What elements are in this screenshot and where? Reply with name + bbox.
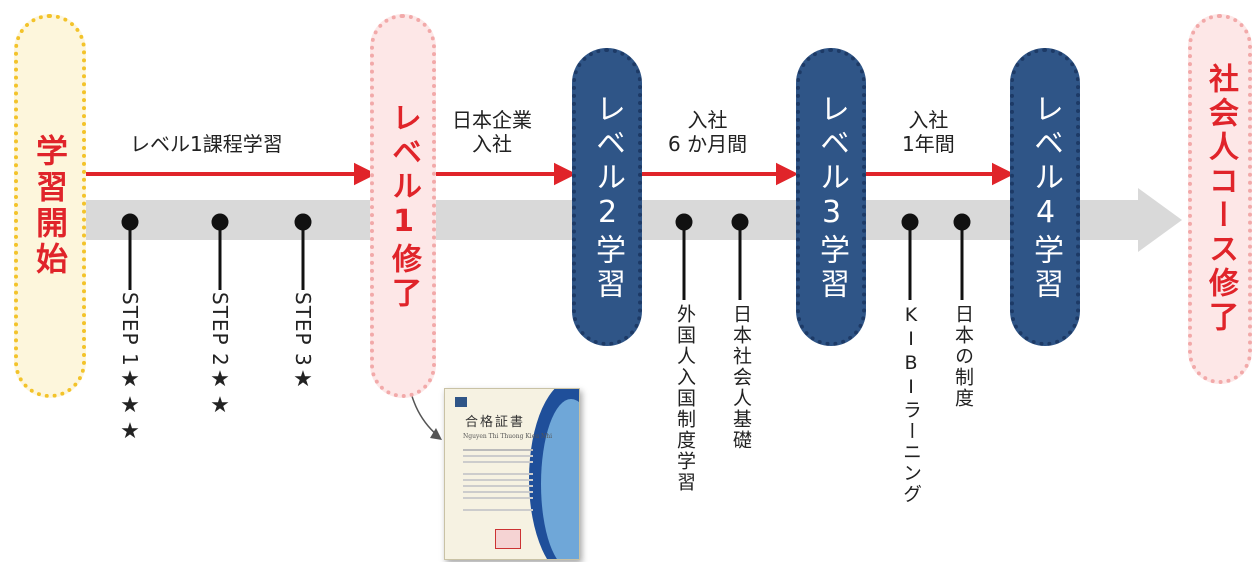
join-line2: 入社 bbox=[472, 132, 512, 156]
start-text: 学習開始 bbox=[31, 134, 69, 278]
six-months-line2: 6 か月間 bbox=[668, 132, 748, 156]
level1-course-label: レベル1課程学習 bbox=[130, 132, 283, 156]
level1-complete-text: レベル1修了 bbox=[386, 101, 421, 311]
level2-text: レベル2学習 bbox=[590, 92, 625, 302]
sub-item-kibi-learning: KIBIラーニング bbox=[900, 304, 922, 505]
step-3-stars: ★ bbox=[293, 366, 313, 392]
red-arrow-six-months bbox=[642, 162, 799, 186]
level3-pill: レベル3学習 bbox=[796, 48, 866, 346]
step-3-label: STEP 3 bbox=[291, 292, 315, 367]
one-year-label: 入社 1年間 bbox=[902, 108, 955, 156]
sub-item-society-basics: 日本社会人基礎 bbox=[730, 304, 752, 451]
level2-pill: レベル2学習 bbox=[572, 48, 642, 346]
step-2-label: STEP 2 bbox=[208, 292, 232, 367]
certificate-image: 合格証書 Nguyen Thi Thuong Kieu Nhi bbox=[444, 388, 580, 560]
step-2-stars: ★★ bbox=[210, 366, 230, 418]
end-pill: 社会人コース修了 bbox=[1188, 14, 1252, 384]
level4-text: レベル4学習 bbox=[1028, 92, 1063, 302]
step-pins bbox=[121, 213, 971, 300]
level1-complete-pill: レベル1修了 bbox=[370, 14, 436, 398]
six-months-line1: 入社 bbox=[687, 108, 728, 132]
one-year-line1: 入社 bbox=[908, 108, 949, 132]
start-pill: 学習開始 bbox=[14, 14, 86, 398]
level4-pill: レベル4学習 bbox=[1010, 48, 1080, 346]
certificate-title: 合格証書 bbox=[465, 415, 526, 430]
step-1: STEP 1 ★★★ bbox=[116, 292, 144, 445]
step-3: STEP 3 ★ bbox=[289, 292, 317, 393]
step-2: STEP 2 ★★ bbox=[206, 292, 234, 419]
join-line1: 日本企業 bbox=[452, 108, 532, 132]
six-months-label: 入社 6 か月間 bbox=[668, 108, 747, 156]
sub-item-japan-system: 日本の制度 bbox=[952, 304, 974, 409]
end-text: 社会人コース修了 bbox=[1203, 63, 1238, 335]
red-arrow-level1 bbox=[86, 162, 377, 186]
join-company-label: 日本企業 入社 bbox=[452, 108, 532, 156]
sub-item-immigration: 外国人入国制度学習 bbox=[674, 304, 696, 493]
red-arrow-one-year bbox=[866, 162, 1015, 186]
red-arrow-join bbox=[436, 162, 577, 186]
one-year-line2: 1年間 bbox=[902, 132, 955, 156]
level3-text: レベル3学習 bbox=[814, 92, 849, 302]
step-1-stars: ★★★ bbox=[120, 366, 140, 444]
step-1-label: STEP 1 bbox=[118, 292, 142, 367]
certificate-name: Nguyen Thi Thuong Kieu Nhi bbox=[463, 433, 553, 440]
